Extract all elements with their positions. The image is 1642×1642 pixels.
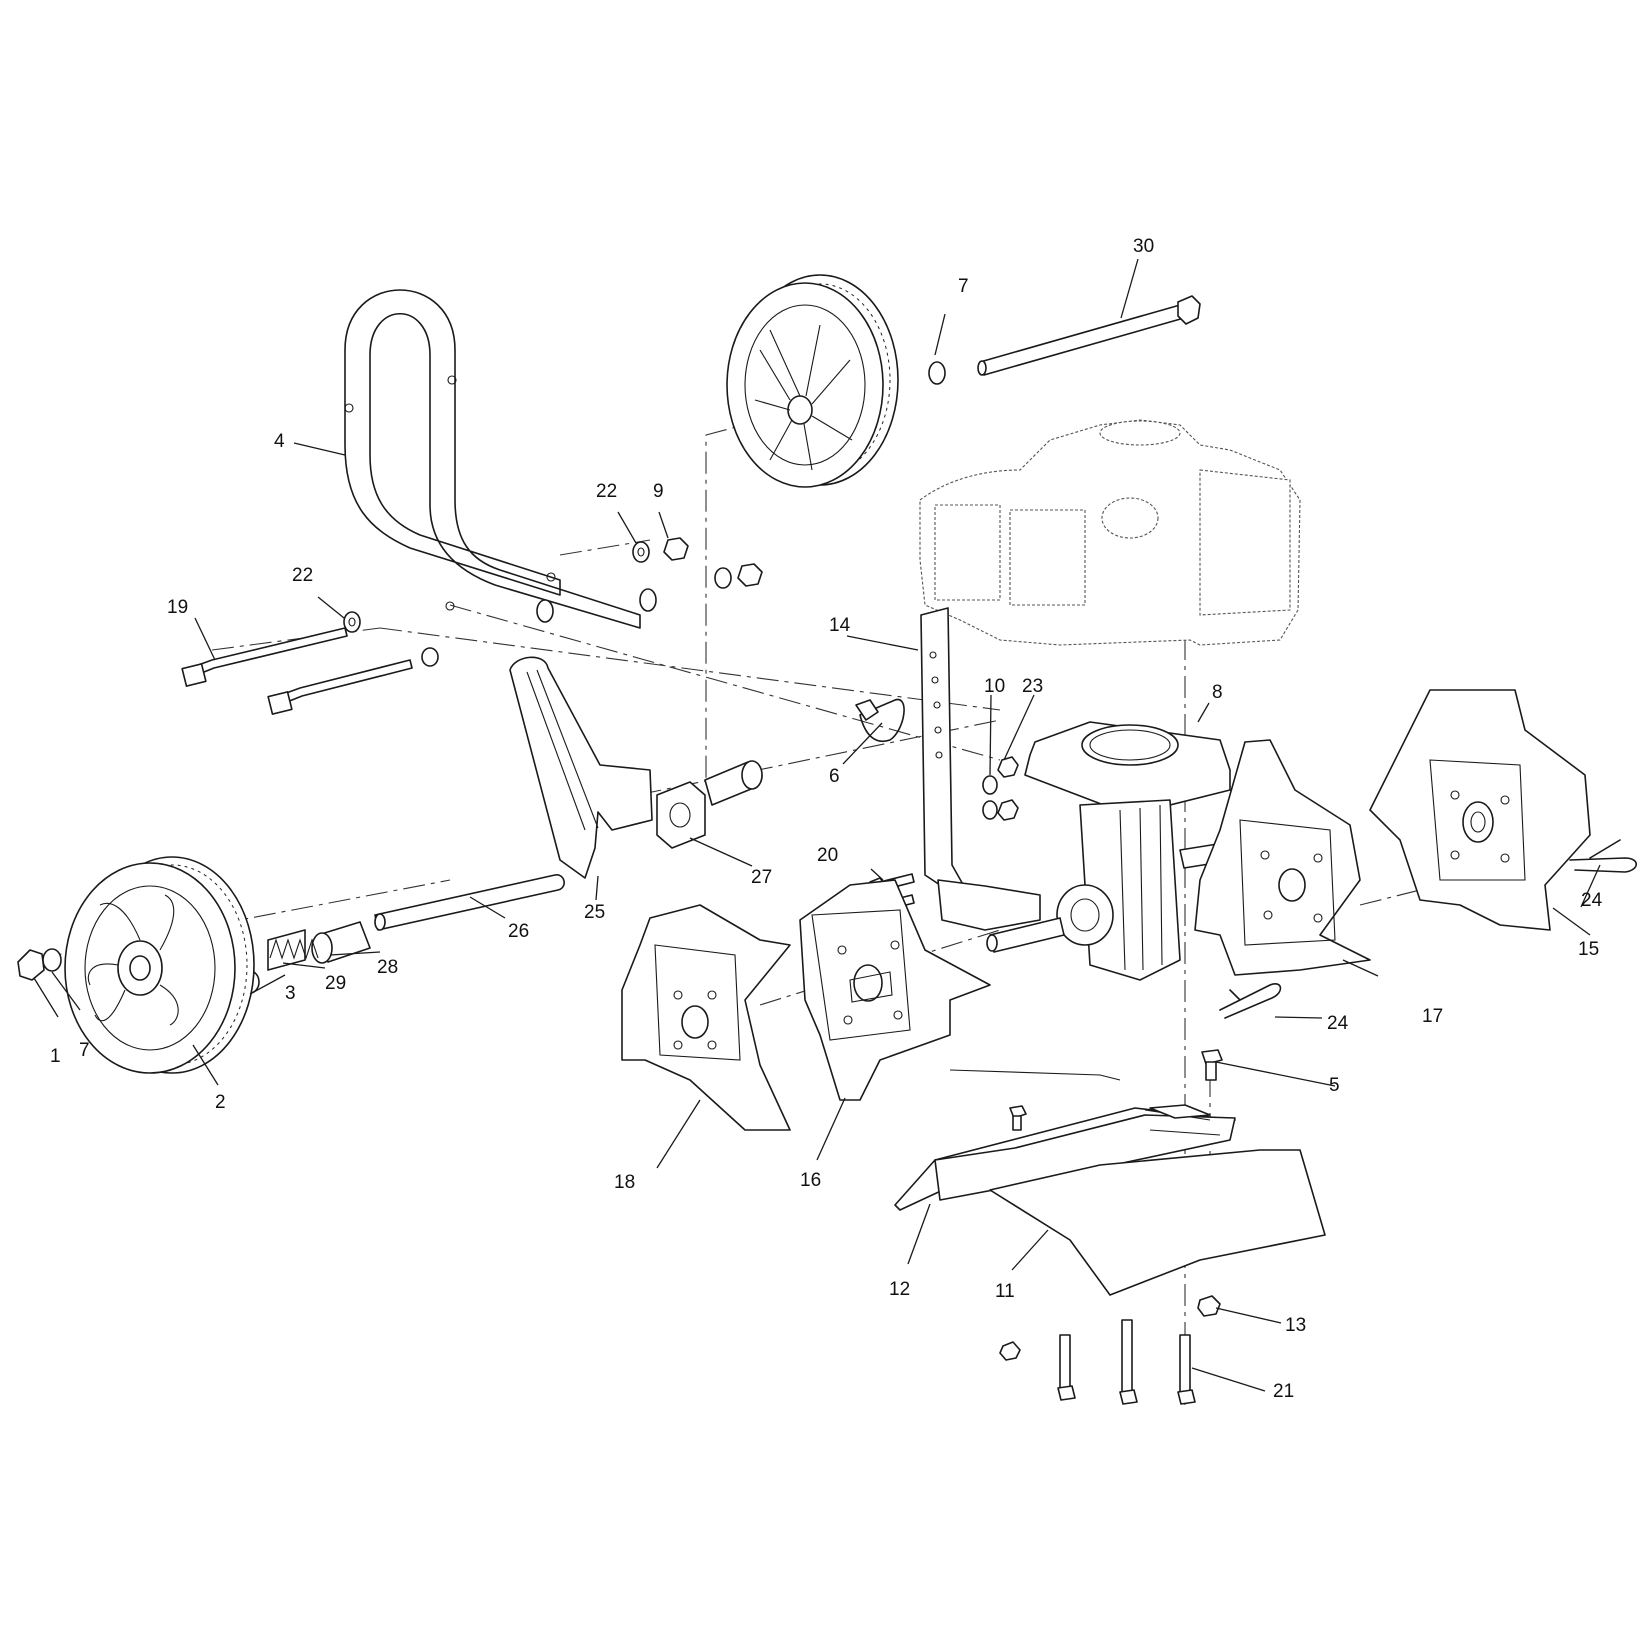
callout-22-lower: 22 [292,565,313,586]
shields [894,1069,1326,1296]
handle-tube [344,289,657,629]
callout-26: 26 [508,921,529,942]
small-hardware-handle [343,537,763,667]
callout-20: 20 [817,845,838,866]
depth-stake [920,607,966,896]
hitch-pin [855,698,905,742]
callout-10: 10 [984,676,1005,697]
tine-15 [1369,689,1591,931]
callout-6: 6 [829,766,840,787]
axle-sleeve [656,760,763,849]
callout-1: 1 [50,1046,61,1067]
tine-16 [799,879,991,1101]
callout-12: 12 [889,1279,910,1300]
callout-25: 25 [584,902,605,923]
callout-16: 16 [800,1170,821,1191]
depth-bar-bracket [509,656,653,879]
callout-14: 14 [829,615,851,636]
callout-21: 21 [1273,1381,1294,1402]
callout-3: 3 [285,983,296,1004]
callout-15: 15 [1578,939,1599,960]
callout-17: 17 [1422,1006,1443,1027]
nut-left [17,949,45,981]
bolt-5 [1009,1049,1223,1131]
callout-24-lower: 24 [1327,1013,1349,1034]
tine-18 [621,904,791,1131]
callout-5: 5 [1329,1075,1340,1096]
callout-27: 27 [751,867,772,888]
tine-17 [1194,739,1371,976]
bushing [311,921,371,964]
long-bolts [181,627,413,715]
callout-labels: 1 2 3 4 5 6 7 7 8 9 10 11 12 13 14 15 16… [50,236,1603,1402]
callout-23: 23 [1022,676,1043,697]
hairpin-clips [1219,839,1638,1019]
callout-28: 28 [377,957,398,978]
front-wheel [64,856,255,1074]
axle-shaft [374,874,565,931]
engine-outline [919,419,1301,646]
callout-11: 11 [995,1281,1015,1302]
leader-lines [33,258,1601,1392]
washers-nuts-center [982,756,1019,821]
callout-22-upper: 22 [596,481,617,502]
callout-2: 2 [215,1092,226,1113]
callout-4: 4 [274,431,285,452]
washer-upper [928,361,946,385]
callout-7-upper: 7 [958,276,969,297]
callout-7-lower: 7 [79,1040,90,1061]
spring [267,929,319,971]
washer-left [42,948,62,972]
callout-13: 13 [1285,1315,1306,1336]
transmission-housing [937,721,1235,981]
callout-30: 30 [1133,236,1154,257]
bolts-21-nut-13 [999,1295,1221,1405]
callout-18: 18 [614,1172,635,1193]
callout-24-right: 24 [1581,890,1603,911]
long-axle-bolt [977,295,1201,376]
callout-9: 9 [653,481,664,502]
callout-8: 8 [1212,682,1223,703]
callout-29: 29 [325,973,346,994]
callout-19: 19 [167,597,188,618]
rear-wheel [726,274,899,488]
